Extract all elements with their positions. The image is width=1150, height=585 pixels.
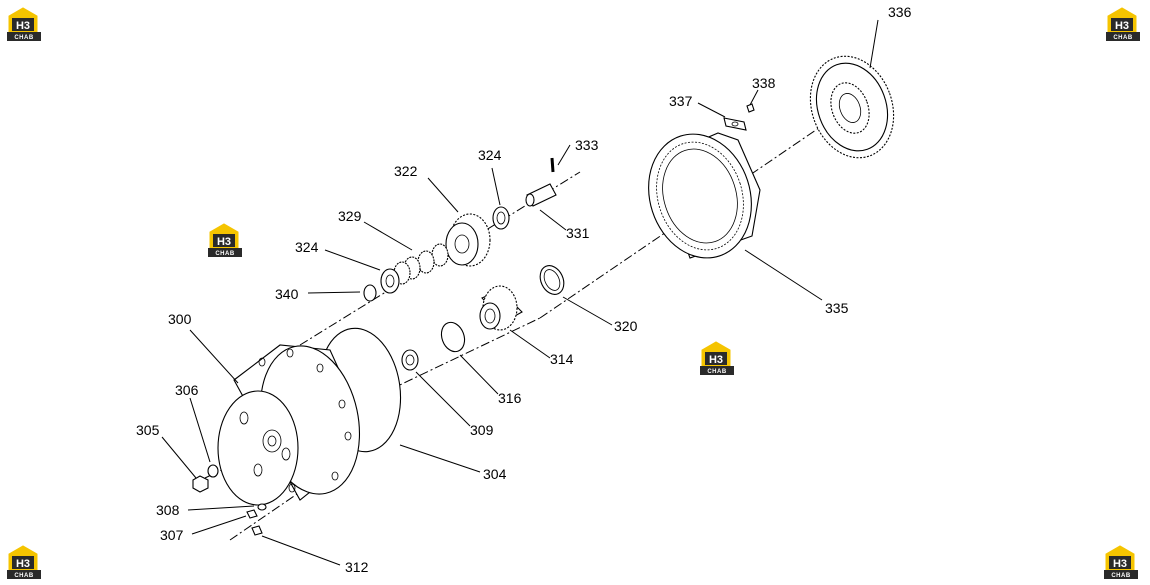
part-307-bolt	[246, 509, 258, 519]
label-304: 304	[483, 466, 507, 482]
label-307: 307	[160, 527, 184, 543]
svg-text:CHAB: CHAB	[14, 573, 33, 579]
part-329-needle-bearing	[393, 243, 449, 285]
label-335: 335	[825, 300, 849, 316]
part-306-seal	[207, 464, 219, 478]
svg-text:CHAB: CHAB	[14, 35, 33, 41]
part-305-plug	[192, 475, 209, 493]
svg-text:H3: H3	[1113, 558, 1127, 570]
part-322-planet-gear	[445, 213, 491, 267]
label-337: 337	[669, 93, 693, 109]
part-338-screw	[746, 103, 755, 113]
leader-lines	[161, 19, 879, 566]
part-308-washer	[257, 503, 267, 511]
svg-text:CHAB: CHAB	[707, 369, 726, 375]
brand-logo-center: H3 CHAB	[699, 341, 735, 376]
part-309-washer	[401, 349, 419, 371]
svg-text:H3: H3	[217, 236, 231, 248]
part-324-washer-upper	[492, 206, 510, 230]
label-329: 329	[338, 208, 362, 224]
brand-logo-top-right: H3 CHAB	[1105, 7, 1141, 42]
svg-text:CHAB: CHAB	[1111, 573, 1130, 579]
part-324-washer-lower	[380, 268, 400, 294]
brand-logo-bottom-left: H3 CHAB	[6, 545, 42, 580]
label-333: 333	[575, 137, 599, 153]
label-336: 336	[888, 4, 912, 20]
label-314: 314	[550, 351, 574, 367]
label-309: 309	[470, 422, 494, 438]
label-340: 340	[275, 286, 299, 302]
label-316: 316	[498, 390, 522, 406]
brand-logo-mid-left: H3 CHAB	[207, 223, 243, 258]
svg-text:CHAB: CHAB	[1113, 35, 1132, 41]
part-300-hub-housing	[217, 344, 361, 506]
part-335-ring-gear	[648, 132, 761, 259]
part-labels: 336 338 337 333 324 322 331 329 324 340 …	[136, 4, 912, 575]
part-316-circlip	[440, 321, 466, 353]
label-322: 322	[394, 163, 418, 179]
label-324-lower: 324	[295, 239, 319, 255]
part-336-drive-gear	[809, 55, 895, 159]
label-312: 312	[345, 559, 369, 575]
label-320: 320	[614, 318, 638, 334]
svg-text:H3: H3	[16, 20, 30, 32]
label-338: 338	[752, 75, 776, 91]
brand-logo-top-left: H3 CHAB	[6, 7, 42, 42]
svg-text:H3: H3	[709, 354, 723, 366]
part-320-thrust-ring	[539, 265, 565, 295]
part-337-plate	[723, 117, 747, 131]
part-331-shaft	[525, 183, 557, 207]
part-312-bolt	[251, 525, 263, 536]
part-340-snap-ring	[363, 284, 377, 302]
label-308: 308	[156, 502, 180, 518]
label-324-upper: 324	[478, 147, 502, 163]
brand-logo-bottom-right: H3 CHAB	[1103, 545, 1139, 580]
svg-text:CHAB: CHAB	[215, 251, 234, 257]
label-305: 305	[136, 422, 160, 438]
part-314-sun-gear	[479, 285, 523, 331]
svg-text:H3: H3	[16, 558, 30, 570]
part-333-pin	[550, 157, 555, 173]
label-306: 306	[175, 382, 199, 398]
label-331: 331	[566, 225, 590, 241]
label-300: 300	[168, 311, 192, 327]
svg-text:H3: H3	[1115, 20, 1129, 32]
